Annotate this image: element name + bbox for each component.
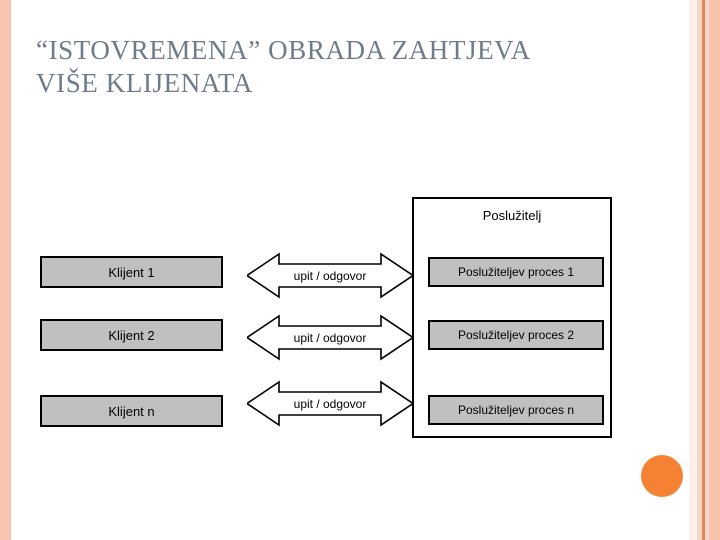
slide-title: “ISTOVREMENA” OBRADA ZAHTJEVA VIŠE KLIJE… xyxy=(36,35,531,98)
arrow-client-n-to-server: upit / odgovor xyxy=(247,379,413,428)
double-arrow-icon xyxy=(247,380,413,427)
server-process-box-2: Poslužiteljev proces 2 xyxy=(428,320,604,350)
server-process-box-1: Poslužiteljev proces 1 xyxy=(428,257,604,287)
double-arrow-icon xyxy=(247,252,413,299)
client-box-n: Klijent n xyxy=(40,395,223,427)
left-accent-bar xyxy=(0,0,11,540)
right-accent-stripe-5 xyxy=(709,0,720,540)
right-accent-stripe-2 xyxy=(697,0,702,540)
client-box-1: Klijent 1 xyxy=(40,256,223,288)
double-arrow-icon xyxy=(247,314,413,361)
server-process-box-n: Poslužiteljev proces n xyxy=(428,395,604,425)
right-accent-stripe-3 xyxy=(702,0,705,540)
arrow-client-1-to-server: upit / odgovor xyxy=(247,251,413,300)
client-box-2: Klijent 2 xyxy=(40,319,223,351)
orange-circle-decoration xyxy=(641,455,683,497)
arrow-client-2-to-server: upit / odgovor xyxy=(247,313,413,362)
right-accent-stripe-4 xyxy=(705,0,709,540)
server-title: Poslužitelj xyxy=(482,208,542,223)
right-accent-stripe-1 xyxy=(689,0,697,540)
